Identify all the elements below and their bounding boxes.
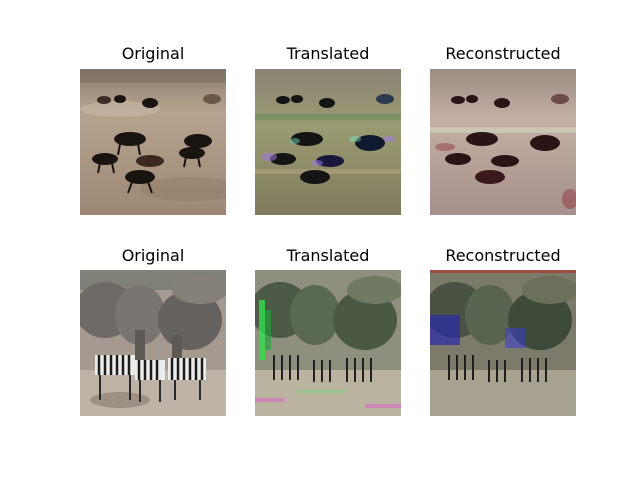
horses-translated-picture [255, 69, 401, 215]
elephants-translated-picture [255, 270, 401, 416]
horses-reconstructed-image [430, 69, 576, 215]
panel-title: Translated [286, 44, 370, 63]
horses-reconstructed-picture [430, 69, 576, 215]
panel-title: Reconstructed [445, 246, 561, 265]
elephants-original-picture [80, 270, 226, 416]
panel-title: Translated [286, 246, 370, 265]
horses-translated-image [255, 69, 401, 215]
elephants-reconstructed-image [430, 270, 576, 416]
panel-title: Original [121, 44, 185, 63]
panel-title: Reconstructed [445, 44, 561, 63]
panel-title: Original [121, 246, 185, 265]
elephants-original-image [80, 270, 226, 416]
horses-original-picture [80, 69, 226, 215]
elephants-reconstructed-picture [430, 270, 576, 416]
elephants-translated-image [255, 270, 401, 416]
horses-original-image [80, 69, 226, 215]
